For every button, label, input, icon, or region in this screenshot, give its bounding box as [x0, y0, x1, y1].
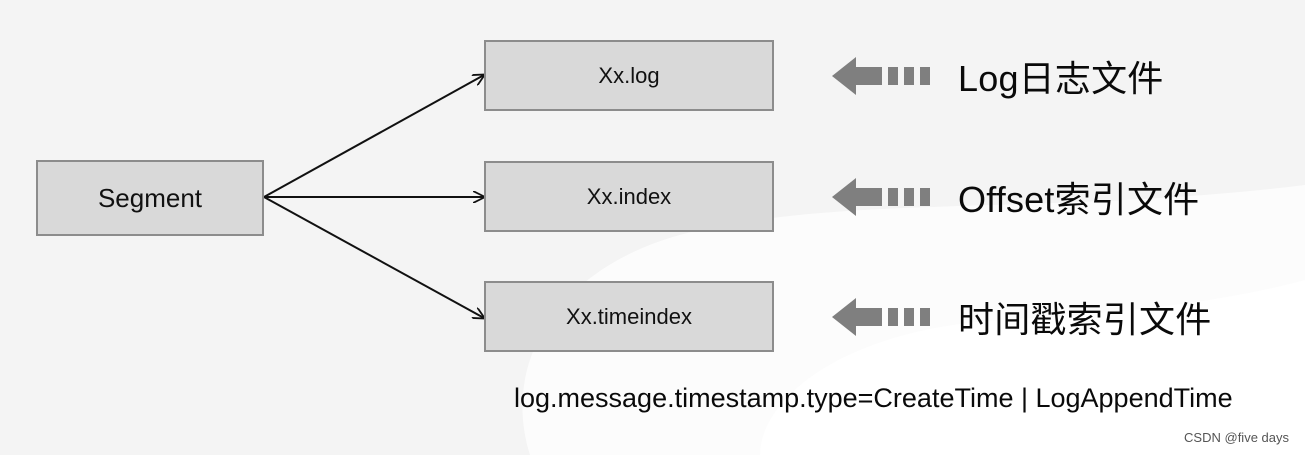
timeindex-file-box: Xx.timeindex [484, 281, 774, 352]
watermark: CSDN @five days [1184, 430, 1289, 445]
log-file-description: Log日志文件 [958, 58, 1164, 99]
dashed-left-arrow-icon [832, 178, 930, 216]
timestamp-config-note: log.message.timestamp.type=CreateTime | … [514, 383, 1233, 413]
dashed-left-arrow-icon [832, 298, 930, 336]
index-file-box: Xx.index [484, 161, 774, 232]
dashed-left-arrow-icon [832, 57, 930, 95]
connector-segment-to-log [263, 75, 484, 198]
index-file-description: Offset索引文件 [958, 179, 1200, 220]
log-file-name: Xx.log [598, 62, 660, 88]
index-file-name: Xx.index [586, 183, 672, 209]
timeindex-file-name: Xx.timeindex [566, 303, 692, 329]
timeindex-file-description: 时间戳索引文件 [958, 299, 1212, 340]
segment-label: Segment [97, 182, 203, 213]
legend-index: Offset索引文件 [832, 167, 1199, 227]
legend-timeindex: 时间戳索引文件 [832, 287, 1211, 347]
connector-segment-to-timeindex [263, 196, 484, 318]
legend-log: Log日志文件 [832, 46, 1163, 106]
segment-box: Segment [36, 160, 264, 236]
log-file-box: Xx.log [484, 40, 774, 111]
